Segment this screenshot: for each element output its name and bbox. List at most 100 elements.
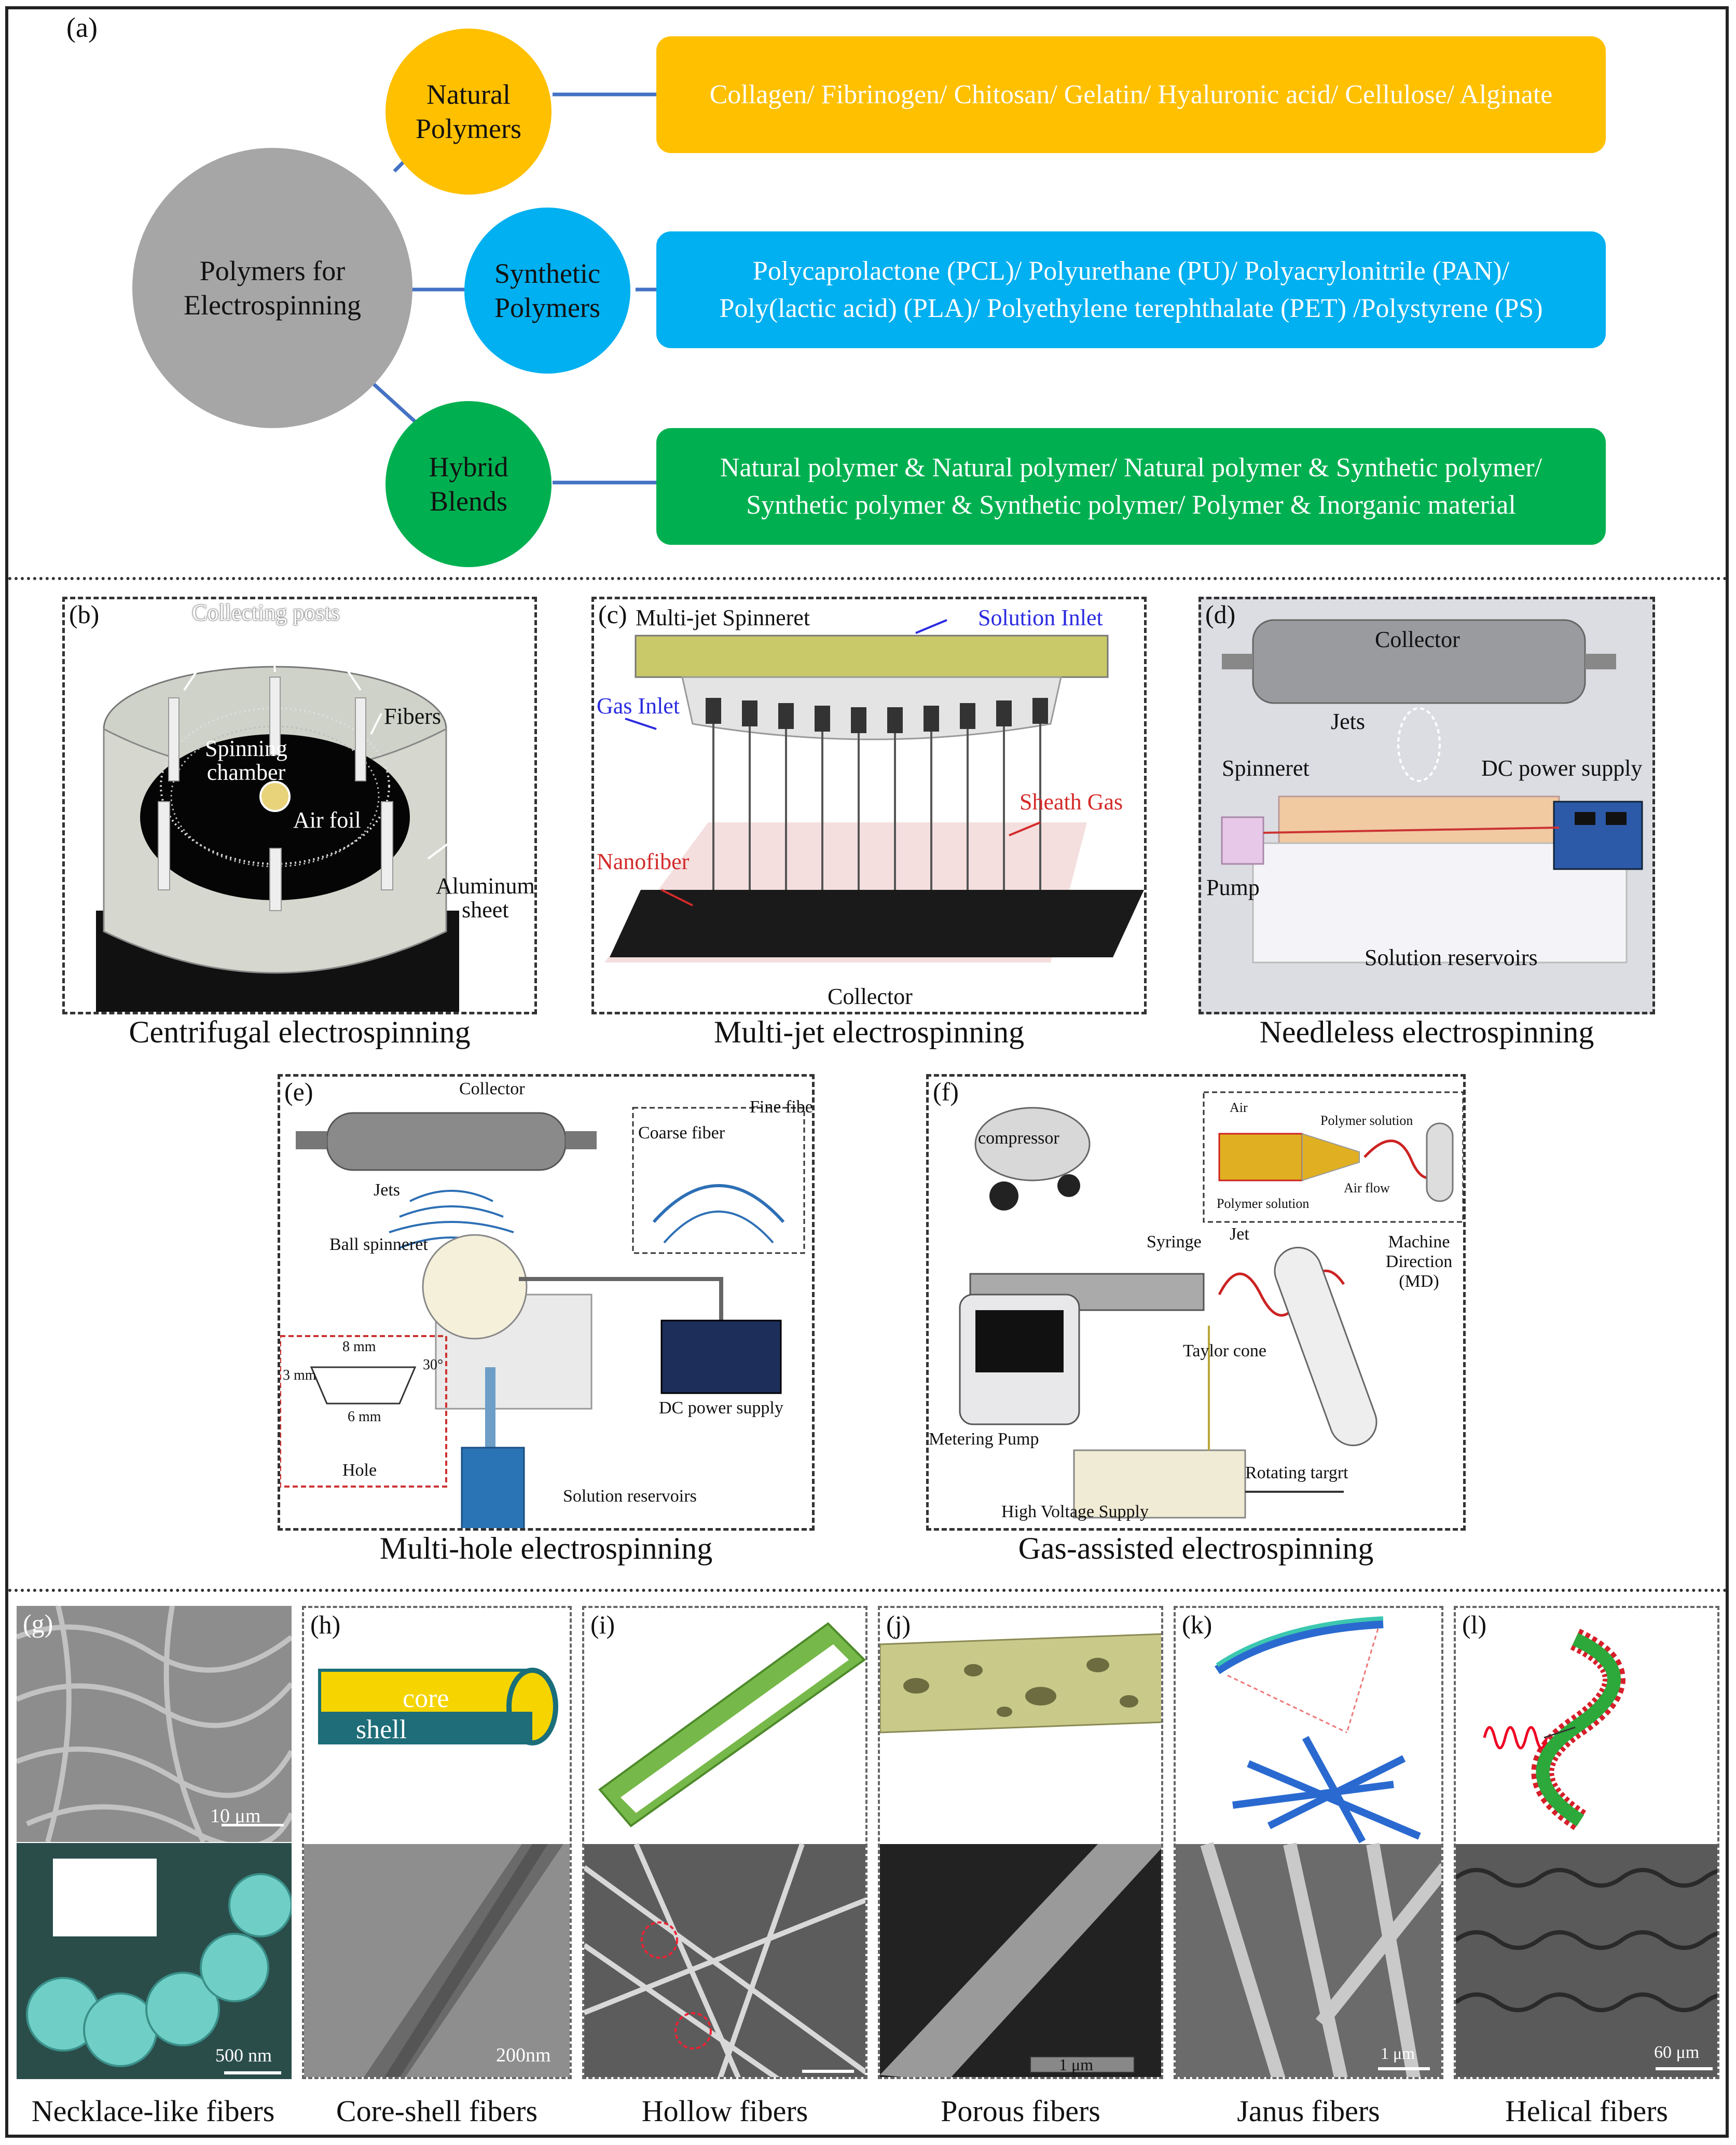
syringe-label: Syringe <box>1147 1232 1202 1252</box>
panel-label-e: (e) <box>284 1077 313 1106</box>
panel-label-g: (g) <box>23 1609 53 1638</box>
panel-b: (b) Collecting posts Fibers Spinning cha… <box>62 597 537 1014</box>
caption-b: Centrifugal electrospinning <box>129 1015 471 1049</box>
natural-polymers-box: Collagen/ Fibrinogen/ Chitosan/ Gelatin/… <box>656 36 1606 153</box>
sheath-gas-label: Sheath Gas <box>1019 789 1123 815</box>
caption-k: Janus fibers <box>1237 2094 1380 2128</box>
caption-j: Porous fibers <box>941 2094 1100 2128</box>
janus-fiber-illustration <box>1176 1616 1441 2077</box>
panel-l: 60 μm <box>1454 1606 1719 2079</box>
caption-c: Multi-jet electrospinning <box>713 1015 1025 1049</box>
jet-label: Jet <box>1230 1225 1249 1244</box>
center-node: Polymers for Electrospinning <box>132 148 412 428</box>
nanofiber-label: Nanofiber <box>597 849 690 874</box>
fine-fiber-label: Fine fiber <box>750 1097 815 1117</box>
hollow-fiber-illustration <box>584 1622 865 2077</box>
caption-e: Multi-hole electrospinning <box>379 1531 713 1565</box>
collector-label: Collector <box>459 1079 525 1098</box>
ball-spinneret-label: Ball spinneret <box>329 1235 428 1254</box>
core-shell-illustration <box>304 1668 570 2077</box>
panel-label-k: (k) <box>1182 1610 1213 1639</box>
caption-g: Necklace-like fibers <box>31 2094 275 2128</box>
gas-assisted-apparatus-illustration <box>959 1091 1463 1519</box>
machine-direction-label: Machine Direction (MD) <box>1385 1232 1453 1291</box>
fibers-label: Fibers <box>384 704 441 729</box>
necklace-scale-top: 10 μm <box>210 1805 261 1827</box>
hole-label: Hole <box>342 1461 377 1480</box>
panel-h: core shell 200nm <box>302 1606 572 2079</box>
synthetic-polymers-node: Synthetic Polymers <box>464 208 630 374</box>
necklace-sem-top <box>17 1606 292 1842</box>
solution-inlet-label: Solution Inlet <box>978 605 1103 630</box>
caption-l: Helical fibers <box>1505 2094 1668 2128</box>
necklace-scale-bottom: 500 nm <box>215 2045 272 2066</box>
panel-label-l: (l) <box>1462 1610 1487 1639</box>
natural-polymers-node: Natural Polymers <box>385 29 552 195</box>
helical-scale: 60 μm <box>1654 2043 1700 2062</box>
spinneret-label: Multi-jet Spinneret <box>636 605 810 630</box>
jets-label: Jets <box>374 1180 400 1200</box>
collecting-posts-label: Collecting posts <box>192 600 340 625</box>
panel-label-h: (h) <box>310 1610 341 1639</box>
core-shell-scale: 200nm <box>496 2044 551 2066</box>
dim-bottom-label: 6 mm <box>348 1409 381 1425</box>
air-flow-label: Air flow <box>1344 1180 1390 1195</box>
gas-inlet-label: Gas Inlet <box>597 693 680 719</box>
divider-1 <box>8 577 1728 580</box>
needleless-apparatus-illustration <box>1221 619 1643 964</box>
spinning-chamber-label: Spinning chamber <box>205 736 287 785</box>
panel-label-c: (c) <box>598 600 627 629</box>
panel-label-b: (b) <box>69 600 100 629</box>
panel-j: 1 μm <box>878 1606 1163 2079</box>
dc-power-label: DC power supply <box>659 1398 783 1418</box>
janus-scale: 1 μm <box>1381 2044 1415 2062</box>
dim-angle-label: 30° <box>423 1357 444 1373</box>
core-label: core <box>403 1684 449 1713</box>
pump-label: Pump <box>1206 875 1260 900</box>
polymer-solution-top-label: Polymer solution <box>1320 1113 1413 1128</box>
synthetic-polymers-box: Polycaprolactone (PCL)/ Polyurethane (PU… <box>656 231 1606 348</box>
coarse-fiber-label: Coarse fiber <box>638 1123 725 1143</box>
metering-pump-label: Metering Pump <box>929 1429 1039 1449</box>
polymer-solution-bottom-label: Polymer solution <box>1217 1196 1310 1211</box>
caption-h: Core-shell fibers <box>336 2094 538 2128</box>
caption-i: Hollow fibers <box>641 2094 808 2128</box>
panel-i <box>582 1606 867 2079</box>
air-foil-label: Air foil <box>293 807 361 833</box>
jets-label: Jets <box>1331 709 1365 734</box>
centrifugal-apparatus-illustration <box>96 635 459 1012</box>
panel-label-i: (i) <box>590 1610 615 1639</box>
multi-hole-apparatus-illustration <box>280 1107 805 1528</box>
panel-e: (e) Collector Fine fiber Coarse fiber Je… <box>278 1074 815 1531</box>
panel-c: (c) Multi-jet Spinneret Solution Inlet G… <box>591 597 1147 1014</box>
helical-fiber-illustration <box>1456 1629 1717 2077</box>
spinneret-label: Spinneret <box>1222 755 1310 781</box>
dc-power-label: DC power supply <box>1481 755 1643 781</box>
panel-f: (f) compressor Air Polymer solution Poly… <box>926 1074 1466 1531</box>
high-voltage-label: High Voltage Supply <box>1001 1502 1149 1521</box>
panel-label-a: (a) <box>66 12 98 43</box>
caption-f: Gas-assisted electrospinning <box>1018 1531 1374 1565</box>
dim-top-label: 8 mm <box>342 1339 376 1355</box>
panel-label-f: (f) <box>933 1077 959 1106</box>
compressor-label: compressor <box>978 1129 1059 1148</box>
porous-fiber-illustration <box>880 1633 1161 2077</box>
aluminum-sheet-label: Aluminum sheet <box>436 873 535 923</box>
solution-reservoirs-label: Solution reservoirs <box>1365 945 1538 970</box>
caption-d: Needleless electrospinning <box>1259 1015 1594 1049</box>
panel-label-j: (j) <box>886 1610 911 1639</box>
panel-k: 1 μm <box>1174 1606 1443 2079</box>
panel-label-d: (d) <box>1205 600 1236 629</box>
solution-reservoirs-label: Solution reservoirs <box>563 1487 697 1506</box>
collector-label: Collector <box>1375 627 1460 652</box>
collector-label: Collector <box>828 984 913 1009</box>
divider-2 <box>8 1589 1728 1592</box>
hybrid-blends-box: Natural polymer & Natural polymer/ Natur… <box>656 428 1606 545</box>
hybrid-blends-node: Hybrid Blends <box>385 401 552 567</box>
necklace-bead-chain <box>26 1859 292 2074</box>
necklace-sem-bottom <box>17 1843 292 2079</box>
multi-jet-apparatus-illustration <box>604 619 1144 962</box>
necklace-sem-texture <box>17 1606 292 1842</box>
air-label: Air <box>1230 1100 1248 1115</box>
porous-scale: 1 μm <box>1059 2055 1094 2074</box>
